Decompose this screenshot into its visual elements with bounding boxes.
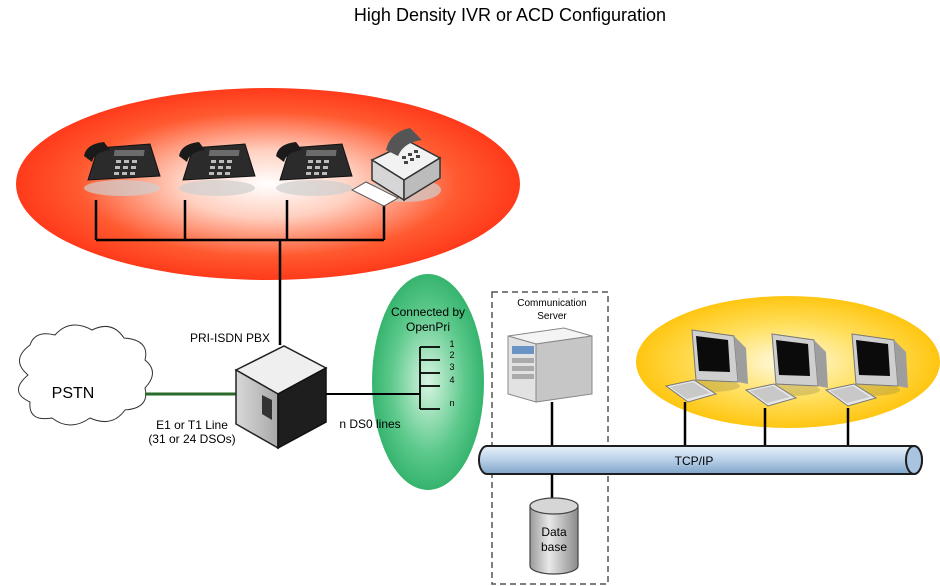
server-label-line2: Server	[537, 311, 567, 322]
tcpip-bus: TCP/IP	[478, 445, 923, 475]
database-icon: Data base	[529, 497, 579, 575]
server-label-line1: Communication	[517, 298, 586, 309]
channel-label: 1	[449, 339, 454, 349]
channel-labels: 1 2 3 4 n	[449, 339, 454, 408]
server-enclosure	[491, 291, 609, 585]
channel-label: n	[449, 398, 454, 408]
database-label-line2: base	[541, 540, 567, 554]
workstation-links	[683, 402, 850, 446]
desk-phone-icon	[275, 141, 353, 197]
pstn-cloud: PSTN	[18, 324, 153, 426]
fax-machine-icon	[350, 128, 442, 207]
pbx-label: PRI-ISDN PBX	[190, 331, 270, 345]
openpri-label-line2: OpenPri	[406, 320, 450, 334]
trunk-label-line1: E1 or T1 Line	[156, 418, 228, 432]
pstn-label: PSTN	[52, 385, 95, 402]
database-label-line1: Data	[541, 525, 567, 539]
desk-phone-icon	[178, 141, 256, 197]
openpri-zone	[372, 274, 484, 490]
pbx-server-icon	[234, 345, 328, 450]
channel-label: 3	[449, 362, 454, 372]
diagram-title: High Density IVR or ACD Configuration	[354, 5, 666, 25]
channel-label: 2	[449, 350, 454, 360]
tcpip-label: TCP/IP	[675, 454, 714, 468]
channel-fan	[419, 346, 440, 410]
phone-bus	[94, 200, 386, 345]
trunk-label-line2: (31 or 24 DSOs)	[148, 432, 235, 446]
openpri-label-line1: Connected by	[391, 305, 465, 319]
desk-phone-icon	[83, 141, 161, 197]
ds0-label: n DS0 lines	[339, 417, 400, 431]
channel-label: 4	[449, 375, 454, 385]
communication-server-icon	[507, 327, 593, 403]
